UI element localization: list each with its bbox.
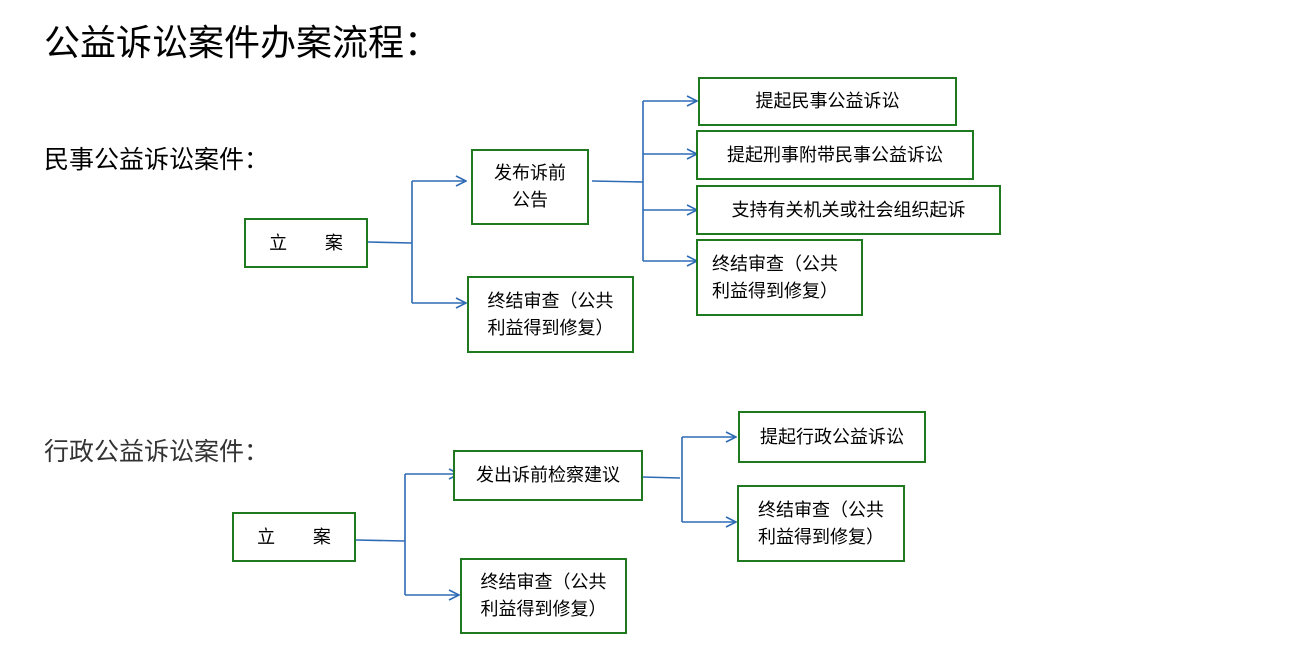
civil-connector-start xyxy=(367,241,413,244)
civil-outcome-civil-suit-box: 提起民事公益诉讼 xyxy=(698,77,957,126)
civil-announcement-line2: 公告 xyxy=(512,190,548,211)
civil-outcome-termination-box: 终结审查（公共 利益得到修复） xyxy=(696,239,863,316)
civil-termination-box: 终结审查（公共 利益得到修复） xyxy=(467,276,634,353)
civil-filing-box: 立 案 xyxy=(244,218,368,268)
civil-outcome-support-box: 支持有关机关或社会组织起诉 xyxy=(696,185,1001,235)
admin-outcome-termination-box: 终结审查（公共 利益得到修复） xyxy=(737,485,905,562)
admin-outcome-2-line1: 终结审查（公共 xyxy=(758,499,884,521)
civil-connector-announce-out xyxy=(591,180,644,183)
admin-termination-line1: 终结审查（公共 xyxy=(480,572,607,593)
civil-outcome-3-label: 支持有关机关或社会组织起诉 xyxy=(731,199,966,221)
civil-announcement-box: 发布诉前 公告 xyxy=(471,149,589,225)
civil-section-heading: 民事公益诉讼案件： xyxy=(44,145,270,174)
admin-filing-box: 立 案 xyxy=(232,512,356,562)
civil-announcement-line1: 发布诉前 xyxy=(494,163,566,184)
civil-outcome-4-line1: 终结审查（公共 xyxy=(712,253,838,275)
admin-proposal-box: 发出诉前检察建议 xyxy=(453,450,643,501)
civil-outcome-2-label: 提起刑事附带民事公益诉讼 xyxy=(727,144,943,166)
admin-termination-line2: 利益得到修复） xyxy=(480,599,607,620)
civil-outcome-4-line2: 利益得到修复） xyxy=(712,280,838,302)
admin-outcome-1-label: 提起行政公益诉讼 xyxy=(760,426,904,448)
civil-termination-line2: 利益得到修复） xyxy=(487,317,614,339)
admin-filing-label: 立 案 xyxy=(257,526,347,548)
admin-outcome-admin-suit-box: 提起行政公益诉讼 xyxy=(738,411,926,463)
admin-outcome-2-line2: 利益得到修复） xyxy=(758,526,884,548)
admin-section-heading: 行政公益诉讼案件： xyxy=(44,437,270,466)
admin-connector-proposal-out xyxy=(641,476,681,479)
civil-outcome-criminal-incidental-box: 提起刑事附带民事公益诉讼 xyxy=(696,130,974,180)
civil-filing-label: 立 案 xyxy=(269,232,359,254)
page-title: 公益诉讼案件办案流程： xyxy=(44,23,441,64)
admin-termination-box: 终结审查（公共 利益得到修复） xyxy=(460,558,627,634)
civil-termination-line1: 终结审查（公共 xyxy=(487,290,614,312)
admin-proposal-label: 发出诉前检察建议 xyxy=(476,465,620,486)
civil-outcome-1-label: 提起民事公益诉讼 xyxy=(755,91,900,112)
admin-connector-start xyxy=(355,539,406,542)
